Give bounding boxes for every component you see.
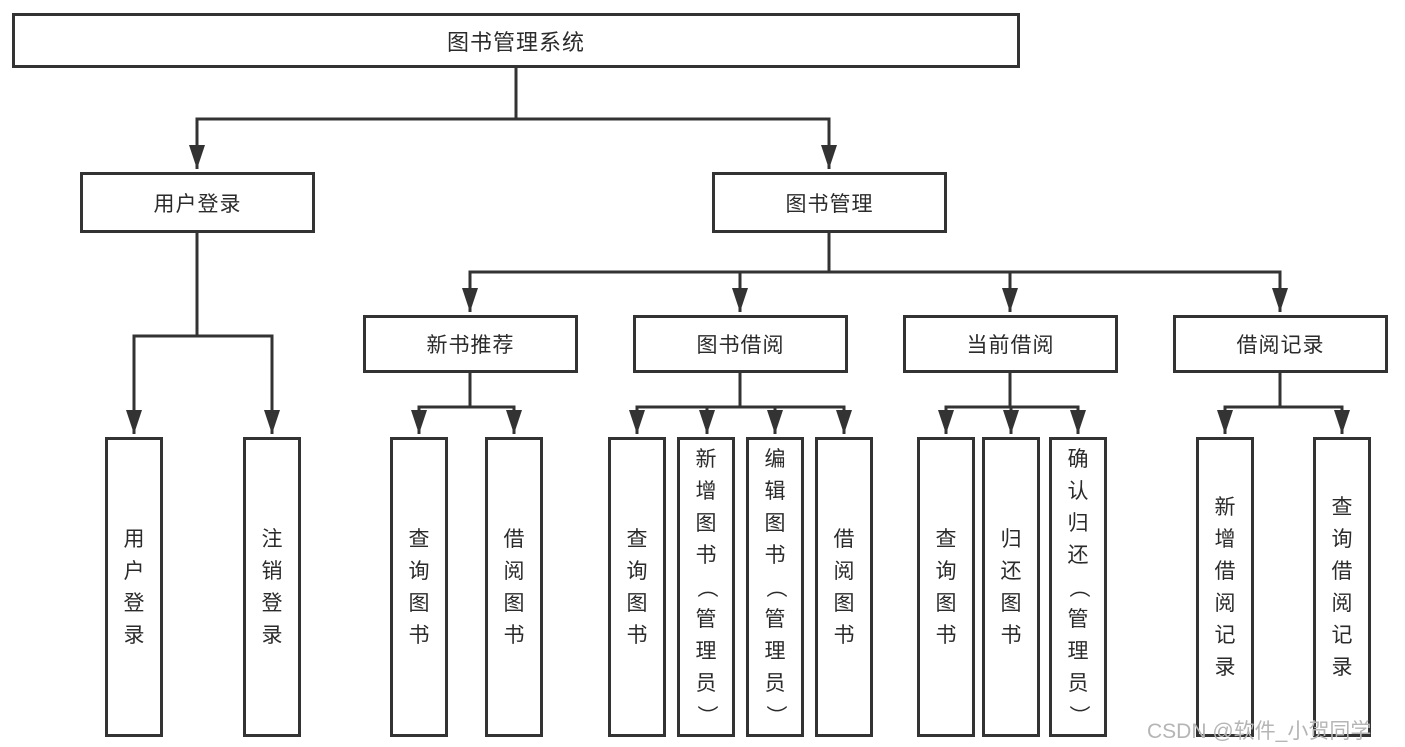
connector [514, 68, 837, 169]
leaf-edit-books-admin: 编辑图书（管理员） [746, 437, 804, 737]
leaf-confirm-return-admin: 确认归还（管理员） [1049, 437, 1107, 737]
connector [1217, 373, 1282, 434]
node-borrowing-records: 借阅记录 [1173, 315, 1388, 373]
connector [738, 373, 852, 434]
leaf-add-books-admin: 新增图书（管理员） [677, 437, 735, 737]
leaf-borrow-books-borrowing: 借阅图书 [815, 437, 873, 737]
leaf-add-borrow-record: 新增借阅记录 [1196, 437, 1254, 737]
connector [629, 373, 742, 434]
connector [1278, 373, 1350, 434]
connector [411, 373, 472, 434]
node-book-borrowing: 图书借阅 [633, 315, 848, 373]
node-user-login: 用户登录 [80, 172, 315, 233]
node-current-borrowing: 当前借阅 [903, 315, 1118, 373]
leaf-borrow-books-recommend: 借阅图书 [485, 437, 543, 737]
connector [827, 233, 1288, 312]
connector [468, 373, 522, 434]
connector [195, 233, 280, 434]
connector [732, 233, 831, 312]
connector [126, 233, 199, 434]
watermark: CSDN @软件_小贺同学 [1147, 720, 1372, 743]
node-root-box: 图书管理系统 [12, 13, 1020, 68]
connector [189, 68, 518, 169]
node-new-book-recommend: 新书推荐 [363, 315, 578, 373]
connector [1008, 373, 1086, 434]
leaf-logout-login: 注销登录 [243, 437, 301, 737]
leaf-query-books-borrowing: 查询图书 [608, 437, 666, 737]
leaf-query-books-current: 查询图书 [917, 437, 975, 737]
leaf-user-login: 用户登录 [105, 437, 163, 737]
leaf-query-books-recommend: 查询图书 [390, 437, 448, 737]
leaf-query-borrow-record: 查询借阅记录 [1313, 437, 1371, 737]
connector [699, 373, 742, 434]
connector [738, 373, 783, 434]
leaf-return-books: 归还图书 [982, 437, 1040, 737]
connector [938, 373, 1012, 434]
node-book-management: 图书管理 [712, 172, 947, 233]
